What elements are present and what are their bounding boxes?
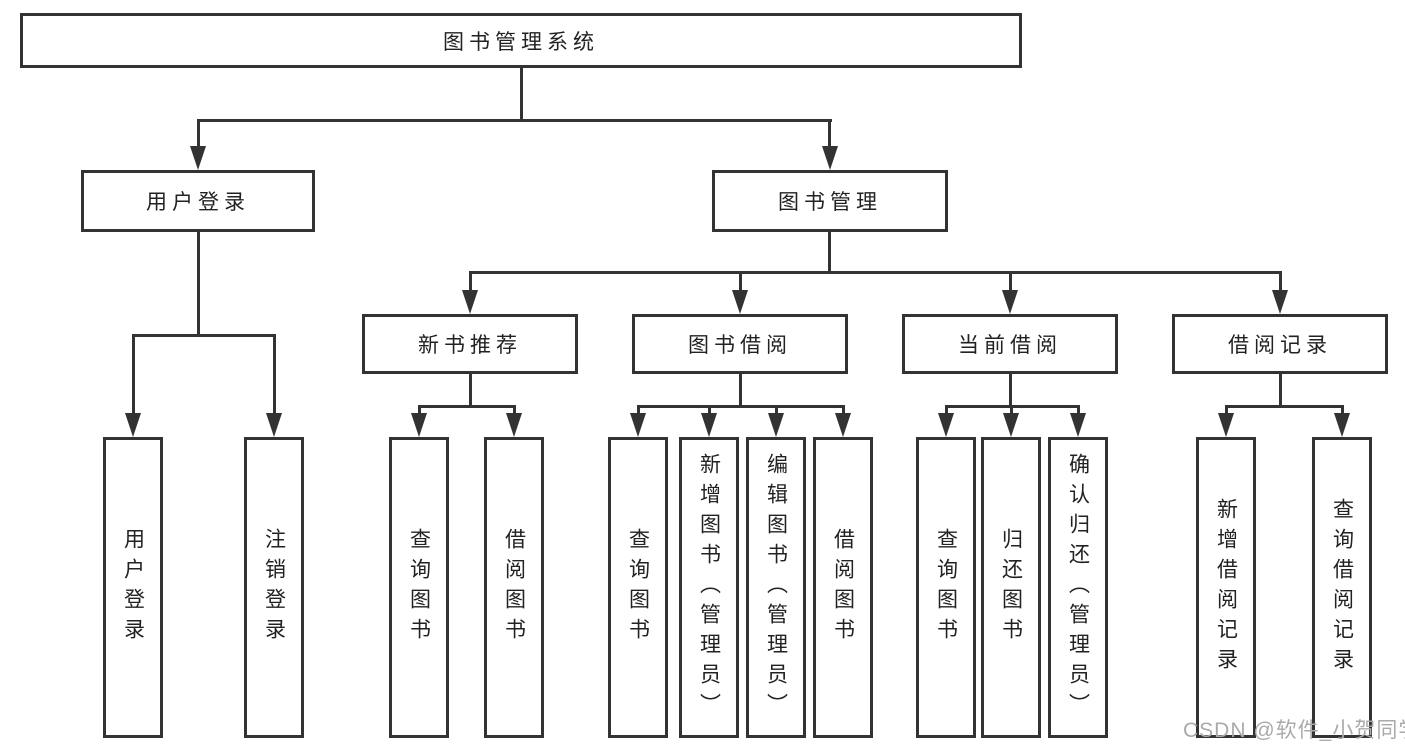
- connector-login-arm: [273, 334, 276, 416]
- connector-current-arm: [1010, 405, 1013, 415]
- node-new-book-recommend-label: 新书推荐: [418, 334, 522, 357]
- arrowhead-down-icon: [1070, 413, 1086, 437]
- leaf-user-login: 用户登录: [103, 437, 163, 738]
- node-root: 图书管理系统: [20, 13, 1022, 68]
- leaf-add-books-admin-label: 新增图书（管理员）: [697, 452, 721, 723]
- leaf-query-books-2-label: 查询图书: [626, 527, 650, 648]
- node-user-login-label: 用户登录: [146, 191, 250, 214]
- leaf-query-books-3: 查询图书: [916, 437, 976, 738]
- connector-mgmt-arm: [469, 271, 472, 293]
- arrowhead-down-icon: [938, 413, 954, 437]
- leaf-confirm-return-admin-label: 确认归还（管理员）: [1066, 452, 1090, 723]
- leaf-borrow-books-1-label: 借阅图书: [502, 527, 526, 648]
- connector-borrow-arm: [842, 405, 845, 415]
- connector-borrow-hbar: [637, 405, 844, 408]
- connector-record-stub: [1279, 374, 1282, 407]
- leaf-borrow-books-1: 借阅图书: [484, 437, 544, 738]
- connector-mgmt-arm: [1009, 271, 1012, 293]
- leaf-return-books: 归还图书: [981, 437, 1041, 738]
- leaf-query-borrow-record: 查询借阅记录: [1312, 437, 1372, 738]
- connector-login-stub: [197, 232, 200, 335]
- leaf-logout-label: 注销登录: [262, 527, 286, 648]
- connector-mgmt-stub: [828, 232, 831, 273]
- connector-borrow-arm: [775, 405, 778, 415]
- connector-newbook-hbar: [418, 405, 516, 408]
- node-root-label: 图书管理系统: [443, 30, 599, 54]
- connector-newbook-arm: [513, 405, 516, 415]
- leaf-add-borrow-record-label: 新增借阅记录: [1214, 497, 1238, 678]
- node-book-management: 图书管理: [712, 170, 948, 232]
- connector-record-arm: [1225, 405, 1228, 415]
- arrowhead-down-icon: [701, 413, 717, 437]
- connector-current-stub: [1009, 374, 1012, 407]
- connector-current-arm: [945, 405, 948, 415]
- arrowhead-down-icon: [822, 146, 838, 170]
- arrowhead-down-icon: [190, 146, 206, 170]
- node-book-borrowing-label: 图书借阅: [688, 334, 792, 357]
- leaf-return-books-label: 归还图书: [999, 527, 1023, 648]
- arrowhead-down-icon: [1334, 413, 1350, 437]
- arrowhead-down-icon: [835, 413, 851, 437]
- connector-borrow-stub: [739, 374, 742, 407]
- arrowhead-down-icon: [411, 413, 427, 437]
- leaf-add-borrow-record: 新增借阅记录: [1196, 437, 1256, 738]
- node-current-borrowing: 当前借阅: [902, 314, 1118, 374]
- connector-borrow-arm: [637, 405, 640, 415]
- connector-current-arm: [1077, 405, 1080, 415]
- connector-record-hbar: [1225, 405, 1343, 408]
- arrowhead-down-icon: [1002, 290, 1018, 314]
- arrowhead-down-icon: [732, 290, 748, 314]
- connector-borrow-arm: [708, 405, 711, 415]
- connector-mgmt-arm: [739, 271, 742, 293]
- node-book-borrowing: 图书借阅: [632, 314, 848, 374]
- leaf-edit-books-admin: 编辑图书（管理员）: [746, 437, 806, 738]
- node-borrowing-records-label: 借阅记录: [1228, 334, 1332, 357]
- leaf-logout: 注销登录: [244, 437, 304, 738]
- node-borrowing-records: 借阅记录: [1172, 314, 1388, 374]
- connector-root-stub: [520, 68, 523, 120]
- arrowhead-down-icon: [1218, 413, 1234, 437]
- leaf-query-books-1: 查询图书: [389, 437, 449, 738]
- connector-root-arm-left: [197, 119, 200, 150]
- csdn-watermark: CSDN @软件_小贺同学: [1183, 719, 1405, 742]
- connector-login-hbar: [132, 334, 276, 337]
- arrowhead-down-icon: [630, 413, 646, 437]
- leaf-query-books-3-label: 查询图书: [934, 527, 958, 648]
- arrowhead-down-icon: [1003, 413, 1019, 437]
- connector-mgmt-hbar: [469, 271, 1282, 274]
- arrowhead-down-icon: [125, 413, 141, 437]
- connector-login-arm: [132, 334, 135, 416]
- connector-record-arm: [1341, 405, 1344, 415]
- connector-root-hbar: [197, 119, 832, 122]
- leaf-query-borrow-record-label: 查询借阅记录: [1330, 497, 1354, 678]
- connector-root-arm-right: [828, 119, 831, 150]
- leaf-query-books-1-label: 查询图书: [407, 527, 431, 648]
- connector-mgmt-arm: [1279, 271, 1282, 293]
- arrowhead-down-icon: [1272, 290, 1288, 314]
- arrowhead-down-icon: [768, 413, 784, 437]
- leaf-add-books-admin: 新增图书（管理员）: [679, 437, 739, 738]
- node-current-borrowing-label: 当前借阅: [958, 334, 1062, 357]
- arrowhead-down-icon: [266, 413, 282, 437]
- arrowhead-down-icon: [462, 290, 478, 314]
- node-book-management-label: 图书管理: [778, 191, 882, 214]
- leaf-borrow-books-2: 借阅图书: [813, 437, 873, 738]
- leaf-confirm-return-admin: 确认归还（管理员）: [1048, 437, 1108, 738]
- node-user-login: 用户登录: [81, 170, 315, 232]
- node-new-book-recommend: 新书推荐: [362, 314, 578, 374]
- leaf-query-books-2: 查询图书: [608, 437, 668, 738]
- connector-newbook-stub: [469, 374, 472, 407]
- leaf-edit-books-admin-label: 编辑图书（管理员）: [764, 452, 788, 723]
- arrowhead-down-icon: [506, 413, 522, 437]
- leaf-borrow-books-2-label: 借阅图书: [831, 527, 855, 648]
- connector-newbook-arm: [418, 405, 421, 415]
- leaf-user-login-label: 用户登录: [121, 527, 145, 648]
